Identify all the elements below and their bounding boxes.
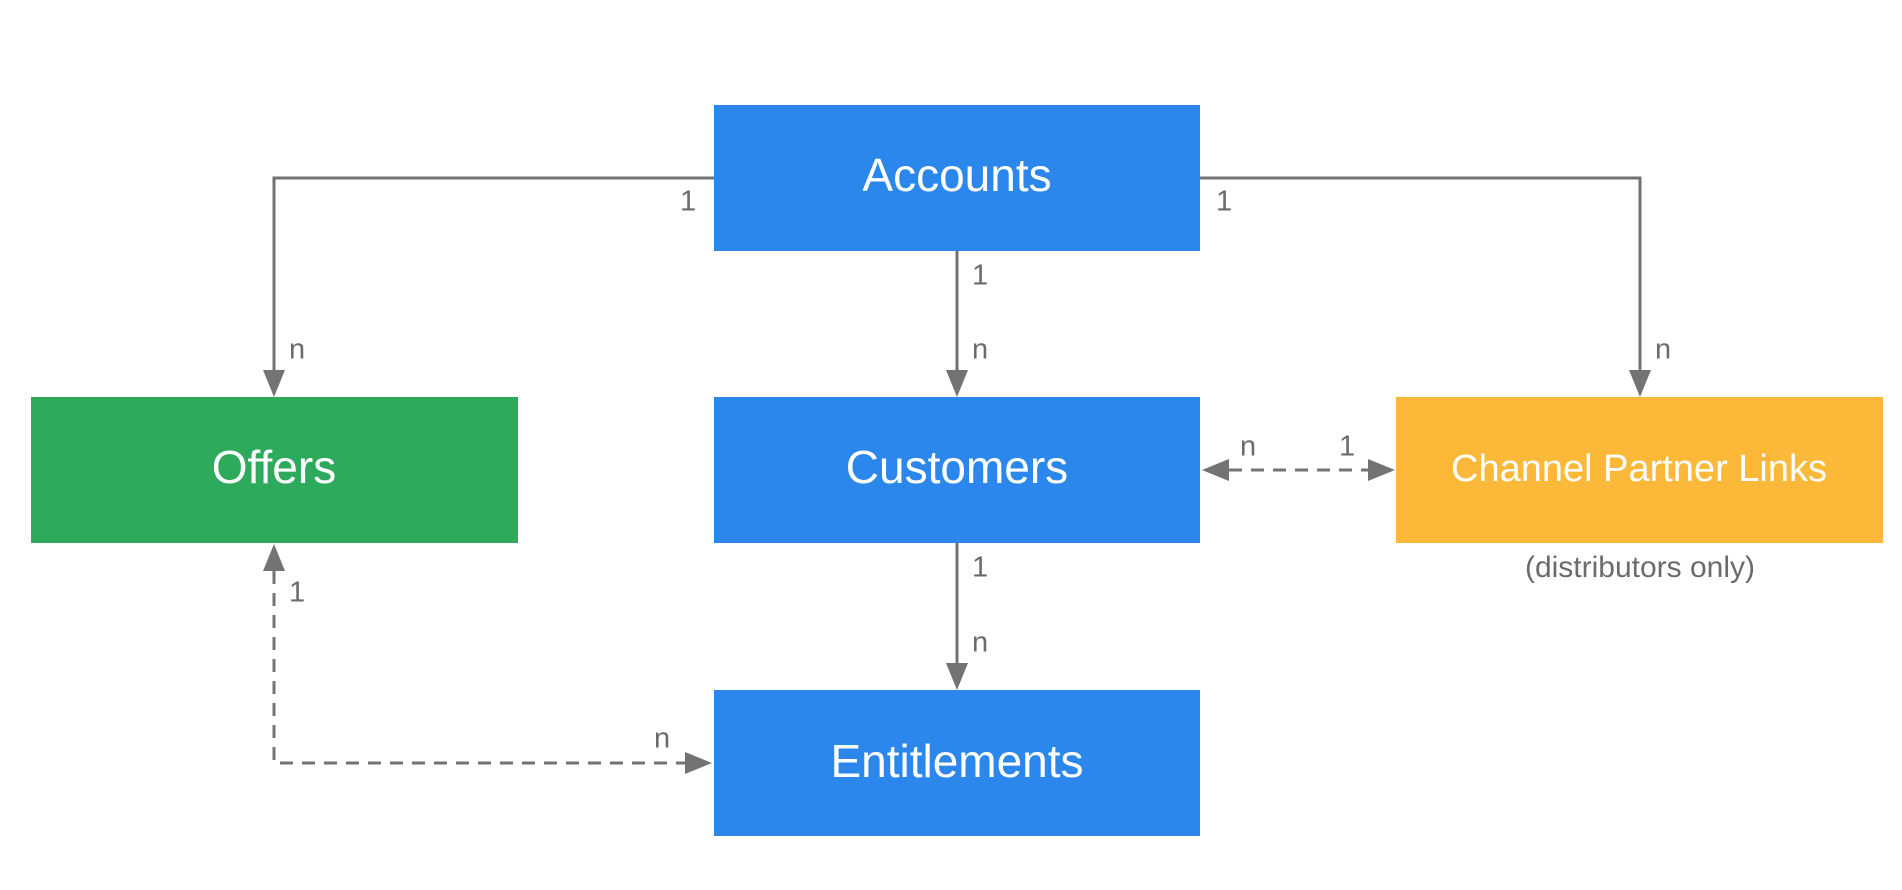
cardinality-label: n (972, 334, 988, 366)
arrowhead (263, 370, 285, 397)
arrowhead (1629, 370, 1651, 397)
cardinality-label: 1 (1216, 186, 1232, 218)
arrowhead (1368, 459, 1395, 481)
edge-customers-channel-partner-links: n 1 (1202, 431, 1395, 481)
node-entitlements: Entitlements (714, 690, 1200, 836)
node-label: Accounts (862, 149, 1051, 201)
node-box (714, 690, 1200, 836)
arrowhead (946, 663, 968, 690)
edge-accounts-customers: 1 n (946, 251, 988, 397)
node-accounts: Accounts (714, 105, 1200, 251)
edge-line (1200, 176, 1642, 370)
arrowhead (685, 752, 712, 774)
cardinality-label: 1 (972, 552, 988, 584)
cardinality-label: n (1655, 334, 1671, 366)
edge-line (272, 571, 685, 765)
node-label: Channel Partner Links (1451, 448, 1827, 490)
cardinality-label: n (289, 334, 305, 366)
arrowhead (1202, 459, 1229, 481)
cardinality-label: 1 (289, 577, 305, 609)
edge-accounts-channel-partner-links: 1 n (1200, 176, 1671, 397)
node-note: (distributors only) (1525, 551, 1755, 584)
node-channel-partner-links: Channel Partner Links (distributors only… (1396, 397, 1883, 584)
arrowhead (946, 370, 968, 397)
node-box (714, 105, 1200, 251)
edge-line (272, 176, 714, 370)
node-label: Offers (212, 441, 336, 493)
cardinality-label: n (1240, 431, 1256, 463)
cardinality-label: n (972, 627, 988, 659)
cardinality-label: n (654, 723, 670, 755)
edge-offers-entitlements: 1 n (263, 544, 712, 774)
edge-accounts-offers: 1 n (263, 176, 714, 397)
node-label: Entitlements (830, 735, 1083, 787)
node-box (31, 397, 518, 543)
node-offers: Offers (31, 397, 518, 543)
node-box (714, 397, 1200, 543)
cardinality-label: 1 (1339, 431, 1355, 463)
node-customers: Customers (714, 397, 1200, 543)
cardinality-label: 1 (680, 186, 696, 218)
node-box (1396, 397, 1883, 543)
node-label: Customers (846, 441, 1068, 493)
cardinality-label: 1 (972, 260, 988, 292)
arrowhead (263, 544, 285, 571)
edge-customers-entitlements: 1 n (946, 543, 988, 690)
